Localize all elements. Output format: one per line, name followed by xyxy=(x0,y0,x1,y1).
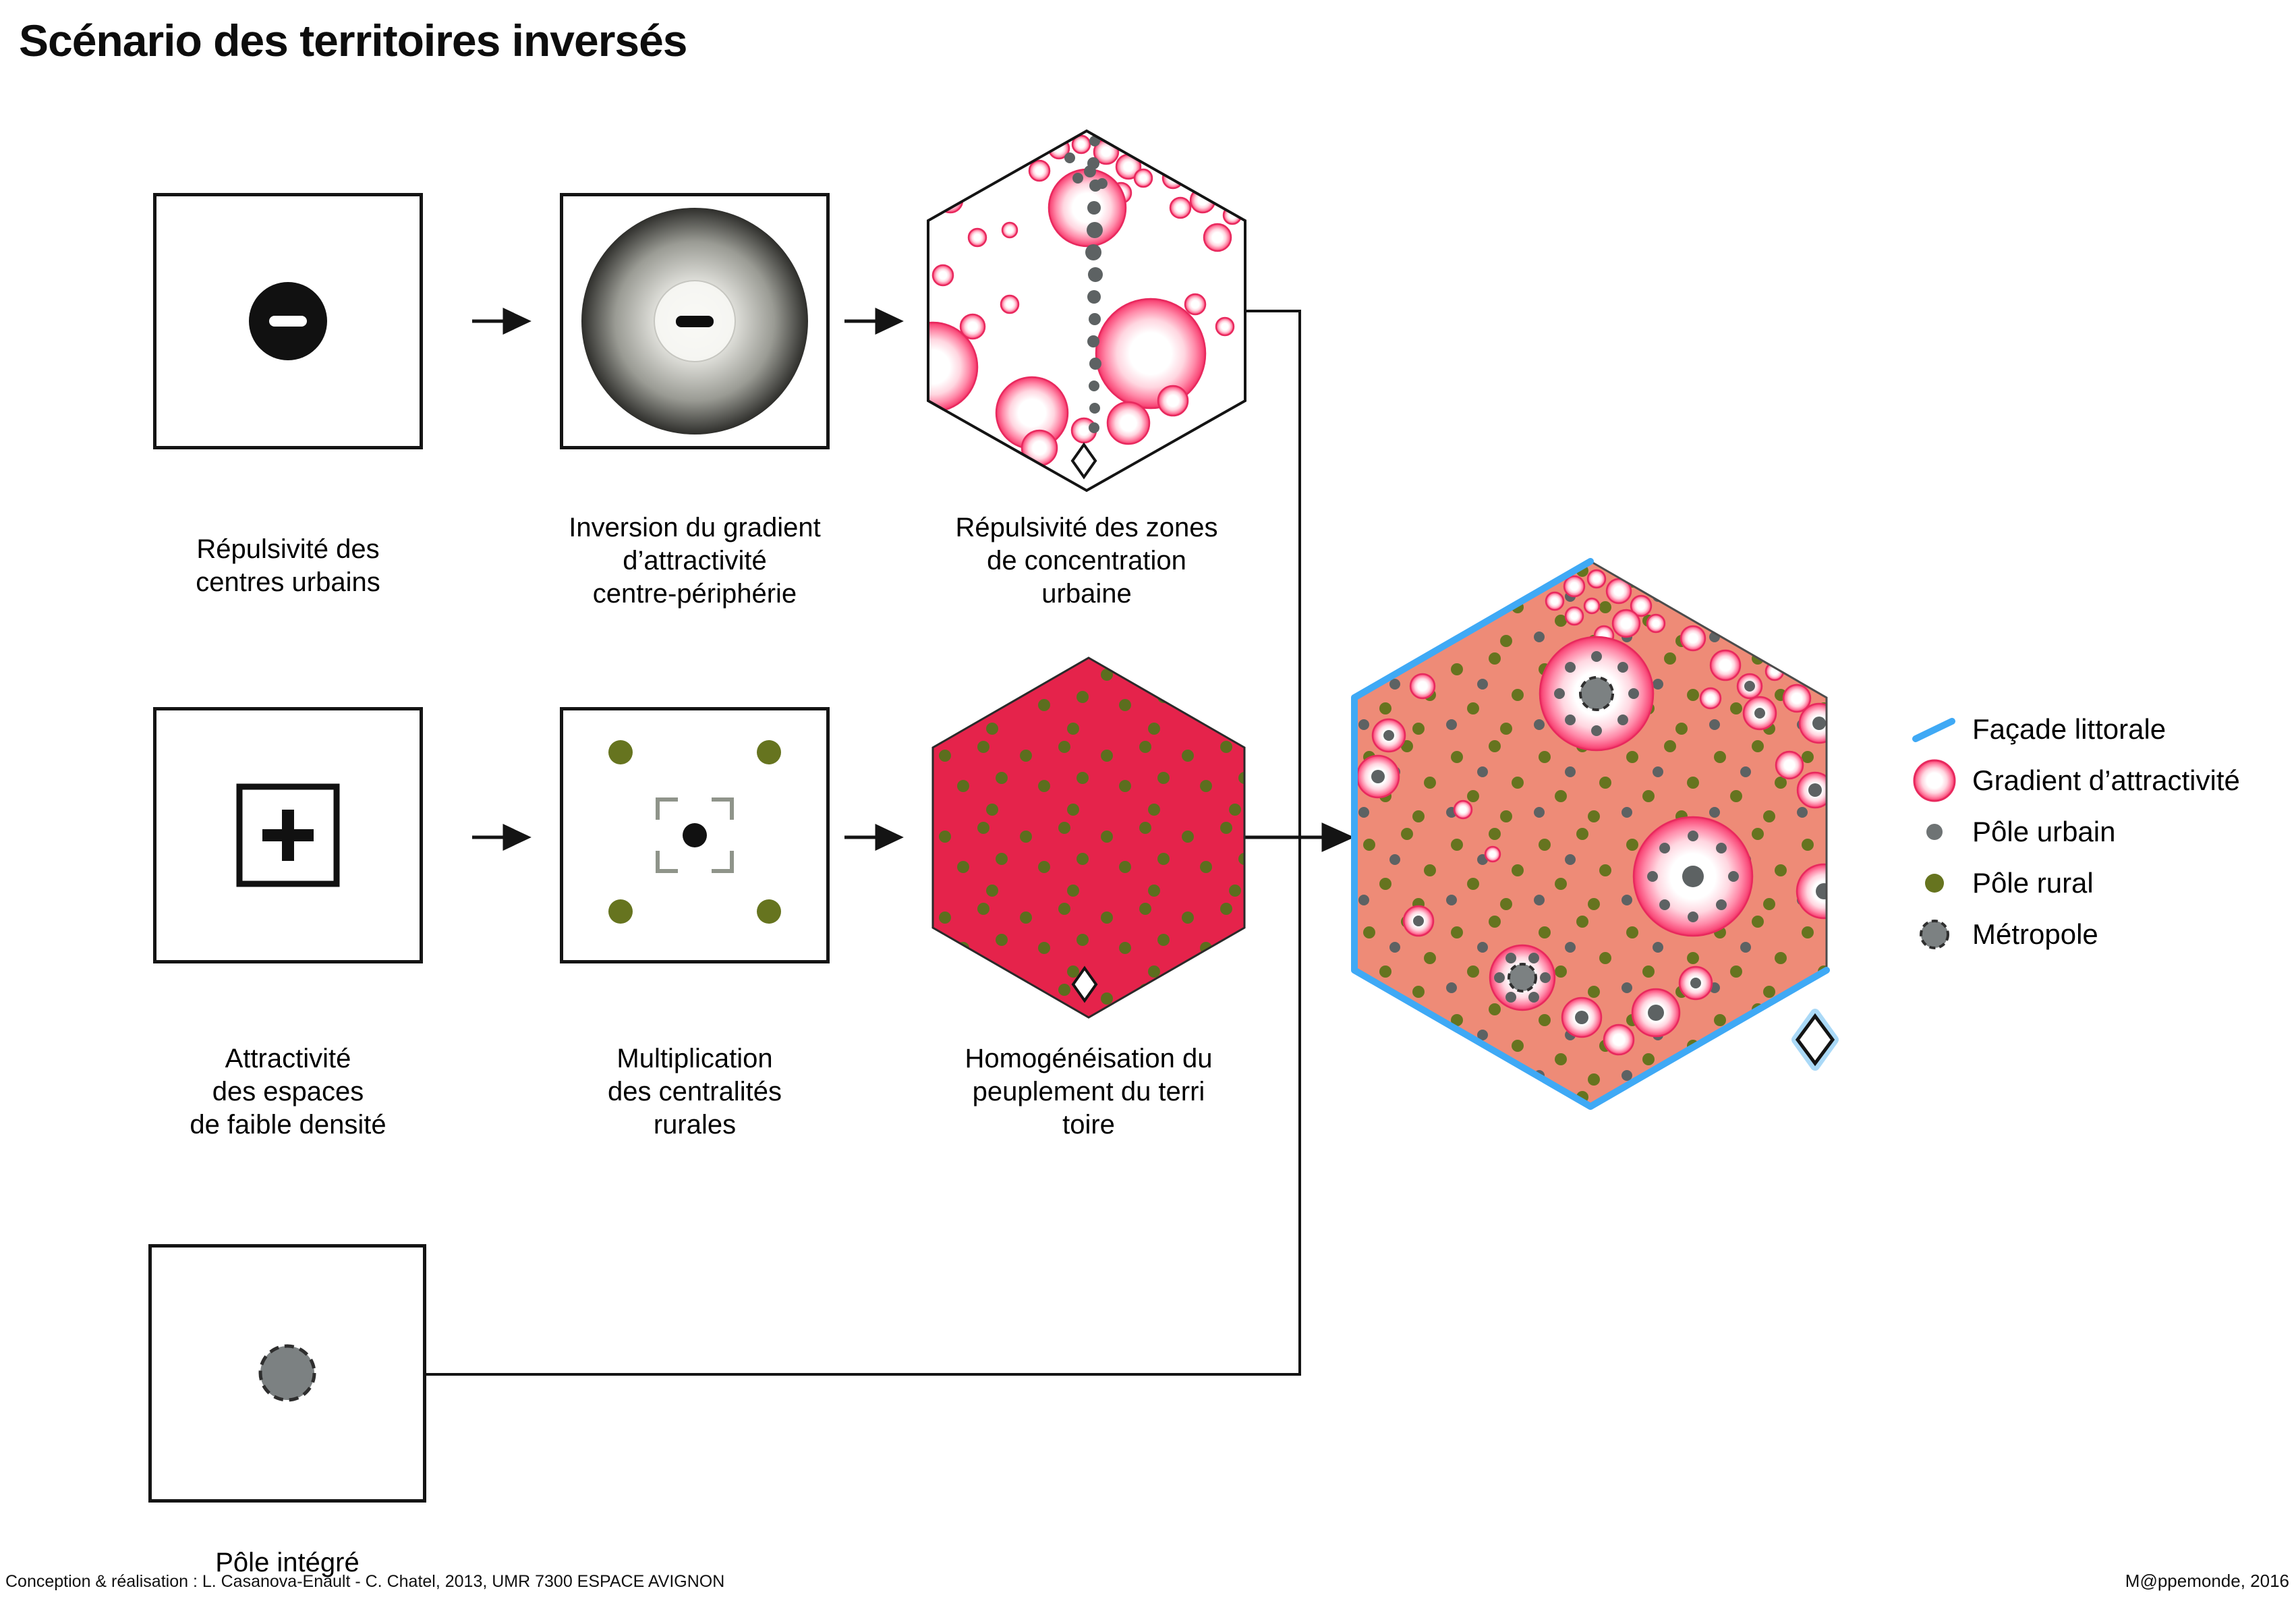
hexagon-urban-repulsion xyxy=(927,129,1246,494)
caption-step4: Attractivité des espaces de faible densi… xyxy=(190,1044,386,1140)
repulsive-center-icon xyxy=(249,282,327,360)
legend-item-pole-rural: Pôle rural xyxy=(1897,860,2240,907)
urban-pole-dots-group xyxy=(1371,651,1827,1024)
caption-step2: Inversion du gradient d’attractivité cen… xyxy=(569,513,821,609)
legend-label: Gradient d’attractivité xyxy=(1972,764,2240,796)
hexagon-result-territory xyxy=(1351,558,1839,1110)
arrowhead-icon xyxy=(503,308,532,335)
arrowhead-icon xyxy=(875,824,904,851)
legend-label: Pôle urbain xyxy=(1972,816,2116,847)
caption-step7: Pôle intégré xyxy=(215,1548,360,1577)
legend: Façade littorale Gradient d’attractivité xyxy=(1897,706,2240,962)
caption-step5: Multiplication des centralités rurales xyxy=(608,1044,782,1140)
legend-label: Façade littorale xyxy=(1972,713,2166,745)
caption-step6: Homogénéisation du peuplement du terri t… xyxy=(965,1044,1213,1140)
box-inverted-gradient xyxy=(560,193,830,449)
urban-pole-icon xyxy=(1897,821,1972,843)
page-title: Scénario des territoires inversés xyxy=(19,16,688,65)
arrowhead-icon xyxy=(503,824,532,851)
rural-dots-field xyxy=(933,658,1244,1017)
inverted-gradient-icon xyxy=(581,208,808,435)
urban-pole-dots-group xyxy=(1064,136,1108,433)
integrated-pole-icon xyxy=(258,1344,316,1402)
metropole-symbols-group xyxy=(1508,676,1614,992)
legend-item-facade-littorale: Façade littorale xyxy=(1897,706,2240,753)
source-text: M@ppemonde, 2016 xyxy=(2125,1571,2289,1591)
metropole-icon xyxy=(1897,917,1972,952)
arrowhead-icon xyxy=(875,308,904,335)
legend-label: Pôle rural xyxy=(1972,867,2094,899)
diamond-icon xyxy=(1070,442,1097,480)
hexagon-result-svg xyxy=(1351,558,1839,1110)
credit-text: Conception & réalisation : L. Casanova-E… xyxy=(5,1572,725,1591)
caption-step3: Répulsivité des zones de concentration u… xyxy=(955,513,1218,609)
box-repulsive-urban-center xyxy=(153,193,423,449)
integrated-pole-diamond xyxy=(1791,1009,1839,1071)
rural-centralities-icon xyxy=(608,740,781,924)
hexagon-homogenisation-svg xyxy=(931,656,1246,1019)
rural-pole-icon xyxy=(1897,872,1972,895)
box-integrated-pole xyxy=(148,1244,426,1503)
littoral-line-icon xyxy=(1897,713,1972,746)
metropole-icon xyxy=(1508,963,1537,992)
hexagon-homogenisation xyxy=(931,656,1246,1021)
hexagon-urban-repulsion-svg xyxy=(927,129,1246,493)
littoral-facade-line xyxy=(1351,558,1830,1110)
attractivity-gradient-icon xyxy=(1897,756,1972,805)
corner-brackets-icon xyxy=(656,797,734,873)
arrowhead-icon xyxy=(1321,822,1355,852)
caption-step1: Répulsivité des centres urbains xyxy=(196,534,380,597)
legend-item-metropole: Métropole xyxy=(1897,911,2240,958)
legend-label: Métropole xyxy=(1972,918,2098,950)
center-dot-icon xyxy=(683,823,707,847)
metropole-icon xyxy=(1579,676,1614,711)
diamond-icon xyxy=(1071,965,1098,1003)
legend-item-pole-urbain: Pôle urbain xyxy=(1897,808,2240,856)
plus-square-icon xyxy=(236,783,340,887)
box-low-density-attractivity xyxy=(153,707,423,963)
legend-item-gradient-attractivite: Gradient d’attractivité xyxy=(1897,757,2240,804)
box-rural-centralities xyxy=(560,707,830,963)
rural-pole-dots-group xyxy=(608,740,781,924)
